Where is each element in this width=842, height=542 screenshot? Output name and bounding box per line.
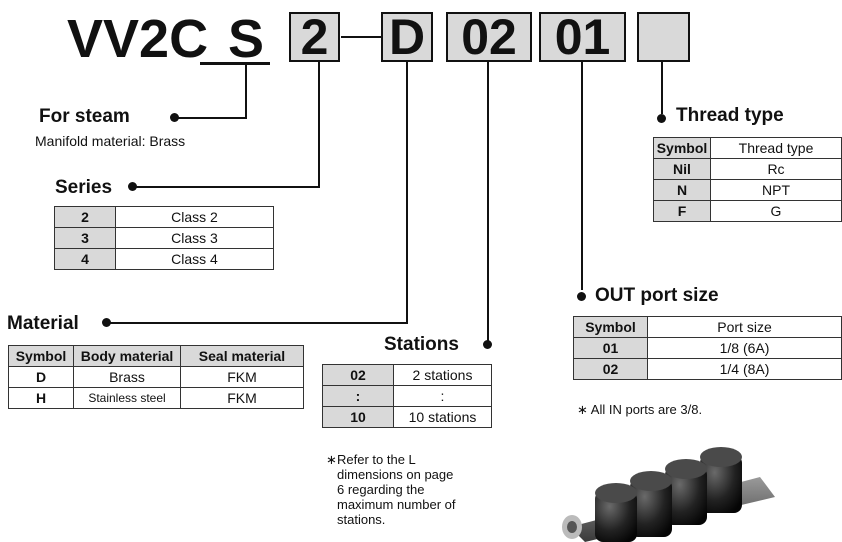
port-header-size: Port size [647,316,842,338]
thread-symbol: N [653,179,711,201]
thread-leader-vertical [661,62,663,114]
material-body: Stainless steel [73,387,181,409]
table-row: H Stainless steel FKM [8,387,304,409]
stations-note-line: dimensions on page [337,467,454,482]
series-code-box: 2 [289,12,340,62]
table-row: : : [322,385,492,407]
table-row: F G [653,200,842,222]
stations-count: 10 stations [393,406,492,428]
steam-leader-dot [170,113,179,122]
stations-leader-dot [483,340,492,349]
thread-leader-dot [657,114,666,123]
port-title: OUT port size [595,285,719,306]
series-class: Class 2 [115,206,274,228]
thread-table: Symbol Thread type Nil Rc N NPT F G [653,137,842,222]
steam-code-underline [200,62,270,65]
series-title: Series [55,177,113,198]
material-seal: FKM [180,366,304,388]
steam-leader-vertical [245,62,247,119]
stations-count: : [393,385,492,407]
series-table: 2 Class 2 3 Class 3 4 Class 4 [54,206,274,270]
table-row: 01 1/8 (6A) [573,337,842,359]
port-table: Symbol Port size 01 1/8 (6A) 02 1/4 (8A) [573,316,842,380]
series-leader-dot [128,182,137,191]
thread-header-type: Thread type [710,137,842,159]
steam-subtitle: Manifold material: Brass [35,133,186,149]
port-leader-vertical [581,62,583,290]
stations-note-line: Refer to the L [337,452,416,467]
stations-note-line: 6 regarding the [337,482,425,497]
stations-symbol: : [322,385,394,407]
port-size: 1/8 (6A) [647,337,842,359]
thread-type: Rc [710,158,842,180]
material-symbol: H [8,387,74,409]
material-header-seal: Seal material [180,345,304,367]
material-header-symbol: Symbol [8,345,74,367]
port-symbol: 01 [573,337,648,359]
series-leader-vertical [318,62,320,188]
thread-type: G [710,200,842,222]
series-symbol: 2 [54,206,116,228]
thread-header-symbol: Symbol [653,137,711,159]
table-row: 2 Class 2 [54,206,274,228]
thread-code-box [637,12,690,62]
steam-code: S [228,9,265,69]
stations-count: 2 stations [393,364,492,386]
table-row: 10 10 stations [322,406,492,428]
table-header-row: Symbol Body material Seal material [8,345,304,367]
material-title: Material [7,313,79,334]
port-code-box: 01 [539,12,626,62]
stations-symbol: 10 [322,406,394,428]
stations-note-line: maximum number of [337,497,456,512]
table-row: D Brass FKM [8,366,304,388]
table-header-row: Symbol Port size [573,316,842,338]
material-table: Symbol Body material Seal material D Bra… [8,345,304,409]
stations-leader-vertical [487,62,489,344]
material-symbol: D [8,366,74,388]
material-leader-dot [102,318,111,327]
stations-table: 02 2 stations : : 10 10 stations [322,364,492,428]
port-leader-dot [577,292,586,301]
thread-type: NPT [710,179,842,201]
steam-leader-horizontal [175,117,247,119]
material-leader-vertical [406,62,408,324]
model-prefix: VV2C [67,9,209,69]
stations-title: Stations [384,334,459,355]
table-row: Nil Rc [653,158,842,180]
stations-code-box: 02 [446,12,532,62]
series-class: Class 4 [115,248,274,270]
table-row: N NPT [653,179,842,201]
series-class: Class 3 [115,227,274,249]
stations-note-mark: ∗ [326,452,337,467]
table-header-row: Symbol Thread type [653,137,842,159]
material-leader-horizontal [107,322,408,324]
series-leader-horizontal [132,186,320,188]
port-note: ∗ All IN ports are 3/8. [577,402,703,417]
series-symbol: 4 [54,248,116,270]
port-header-symbol: Symbol [573,316,648,338]
material-code-box: D [381,12,433,62]
port-symbol: 02 [573,358,648,380]
table-row: 02 2 stations [322,364,492,386]
manifold-product-image [562,447,775,542]
series-symbol: 3 [54,227,116,249]
stations-symbol: 02 [322,364,394,386]
material-header-body: Body material [73,345,181,367]
steam-title: For steam [39,106,130,127]
material-seal: FKM [180,387,304,409]
table-row: 3 Class 3 [54,227,274,249]
code-dash [341,36,381,38]
stations-note: ∗ Refer to the L dimensions on page 6 re… [326,452,496,527]
thread-title: Thread type [676,105,784,126]
table-row: 02 1/4 (8A) [573,358,842,380]
port-size: 1/4 (8A) [647,358,842,380]
thread-symbol: Nil [653,158,711,180]
material-body: Brass [73,366,181,388]
thread-symbol: F [653,200,711,222]
stations-note-line: stations. [337,512,386,527]
table-row: 4 Class 4 [54,248,274,270]
